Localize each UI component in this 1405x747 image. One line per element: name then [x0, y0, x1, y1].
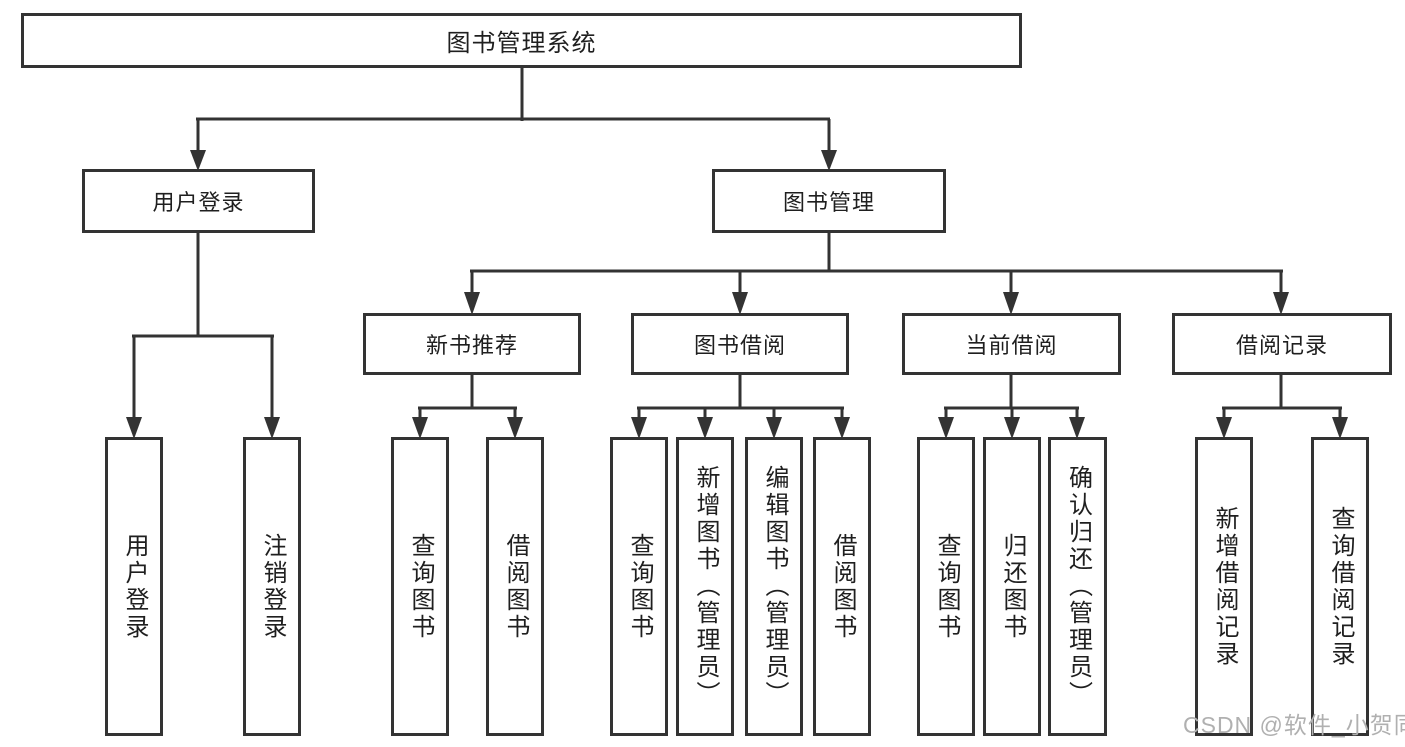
connector-book-mgmt-to-level2 — [464, 233, 1289, 315]
leaf-rec-borrow-book: 借阅图书 — [486, 437, 544, 736]
leaf-cb-query-book-label: 查询图书 — [933, 532, 960, 641]
leaf-cb-query-book: 查询图书 — [917, 437, 975, 736]
connector-current-borrow-to-leaves — [938, 375, 1085, 439]
leaf-user-login: 用户登录 — [105, 437, 163, 736]
csdn-watermark: CSDN @软件_小贺同学 — [1183, 712, 1405, 738]
leaf-cb-return-book: 归还图书 — [983, 437, 1041, 736]
leaf-bb-query-book: 查询图书 — [610, 437, 668, 736]
leaf-br-query-record-label: 查询借阅记录 — [1327, 505, 1354, 668]
connector-book-borrow-to-leaves — [631, 375, 850, 439]
leaf-rec-query-book-label: 查询图书 — [407, 532, 434, 641]
leaf-bb-borrow-book: 借阅图书 — [813, 437, 871, 736]
leaf-bb-edit-book: 编辑图书（管理员） — [745, 437, 803, 736]
leaf-br-add-record: 新增借阅记录 — [1195, 437, 1253, 736]
node-borrow-record: 借阅记录 — [1172, 313, 1392, 375]
leaf-user-login-label: 用户登录 — [121, 532, 148, 641]
leaf-bb-edit-book-label: 编辑图书（管理员） — [761, 465, 788, 708]
leaf-br-query-record: 查询借阅记录 — [1311, 437, 1369, 736]
leaf-bb-add-book: 新增图书（管理员） — [676, 437, 734, 736]
leaf-rec-query-book: 查询图书 — [391, 437, 449, 736]
node-current-borrow: 当前借阅 — [902, 313, 1121, 375]
node-root-system: 图书管理系统 — [21, 13, 1022, 68]
leaf-cb-return-book-label: 归还图书 — [999, 532, 1026, 641]
leaf-bb-borrow-book-label: 借阅图书 — [829, 532, 856, 641]
leaf-rec-borrow-book-label: 借阅图书 — [502, 532, 529, 641]
leaf-logout: 注销登录 — [243, 437, 301, 736]
leaf-cb-confirm-return-label: 确认归还（管理员） — [1064, 465, 1092, 708]
leaf-cb-confirm-return: 确认归还（管理员） — [1048, 437, 1107, 736]
leaf-logout-label: 注销登录 — [259, 532, 286, 641]
node-book-borrow: 图书借阅 — [631, 313, 849, 375]
connector-new-book-rec-to-leaves — [412, 375, 523, 439]
leaf-bb-query-book-label: 查询图书 — [626, 532, 653, 641]
node-new-book-recommend: 新书推荐 — [363, 313, 581, 375]
leaf-br-add-record-label: 新增借阅记录 — [1211, 505, 1238, 668]
leaf-bb-add-book-label: 新增图书（管理员） — [692, 465, 719, 708]
connector-user-login-to-leaves — [126, 233, 280, 439]
node-user-login: 用户登录 — [82, 169, 315, 233]
connector-root-to-level1 — [190, 68, 837, 171]
node-book-management: 图书管理 — [712, 169, 946, 233]
connector-borrow-record-to-leaves — [1216, 375, 1348, 439]
